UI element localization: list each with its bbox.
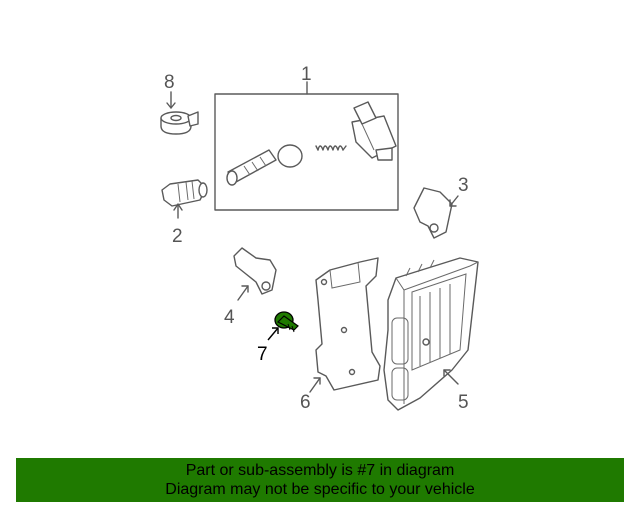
part-7-bolt-highlighted[interactable] <box>267 311 299 341</box>
part-1-ignition-coil-kit <box>214 81 399 211</box>
part-5-engine-control-module <box>383 257 479 411</box>
label-5: 5 <box>458 392 469 413</box>
label-3: 3 <box>458 175 469 196</box>
label-7: 7 <box>257 344 268 365</box>
banner-line-1: Part or sub-assembly is #7 in diagram <box>185 462 455 479</box>
info-banner: Part or sub-assembly is #7 in diagram Di… <box>16 458 624 502</box>
label-8: 8 <box>164 72 175 93</box>
part-4-sensor <box>233 247 277 301</box>
part-2-position-sensor <box>161 179 208 219</box>
label-6: 6 <box>300 392 311 413</box>
label-4: 4 <box>224 307 235 328</box>
part-8-knock-sensor <box>160 91 199 135</box>
banner-line-2: Diagram may not be specific to your vehi… <box>165 481 475 498</box>
label-2: 2 <box>172 226 183 247</box>
part-6-bracket <box>309 257 381 393</box>
label-1: 1 <box>301 64 312 85</box>
part-3-sensor <box>413 187 459 239</box>
